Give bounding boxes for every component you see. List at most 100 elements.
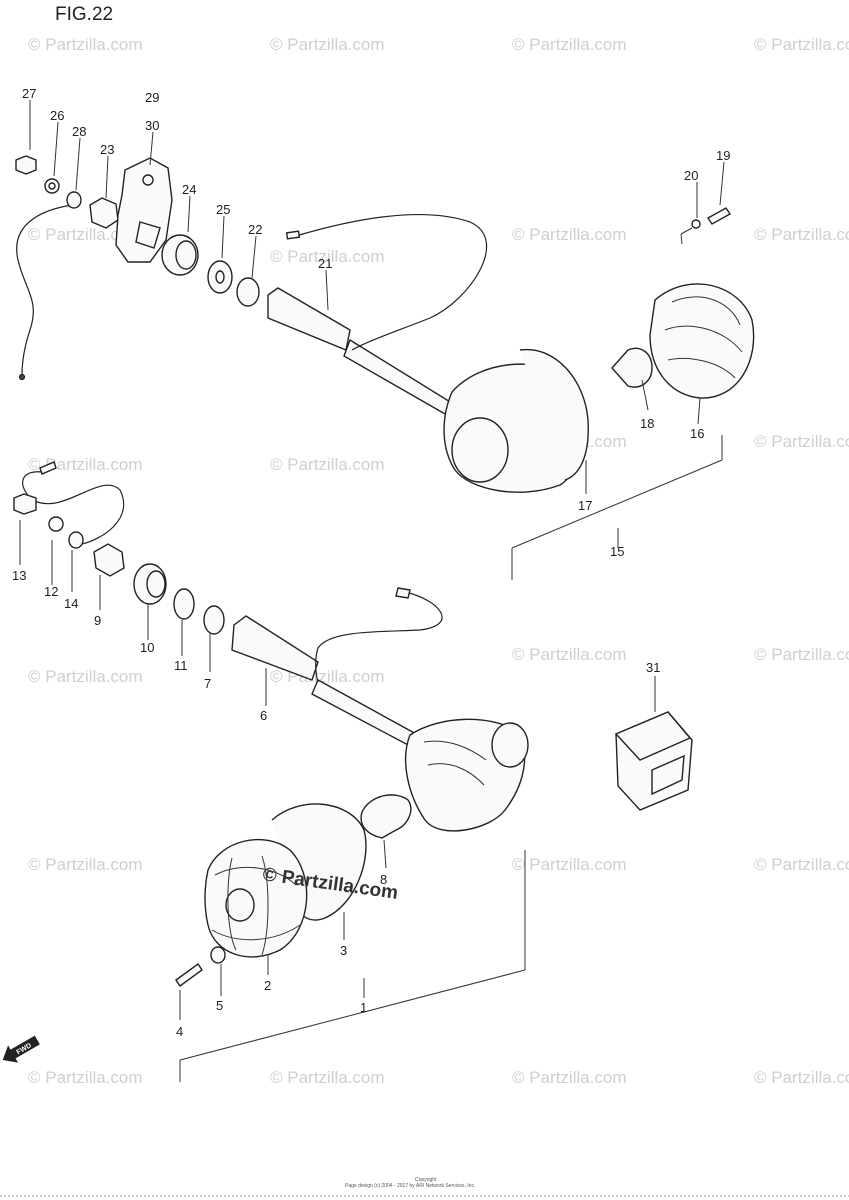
watermark: © Partzilla.com: [270, 1068, 385, 1087]
callout-21: 21: [318, 256, 332, 271]
lens-16: [649, 283, 755, 399]
watermark: © Partzilla.com: [754, 645, 849, 664]
watermark: © Partzilla.com: [270, 455, 385, 474]
callout-5: 5: [216, 998, 223, 1013]
callout-2: 2: [264, 978, 271, 993]
stem-21-rod: [343, 338, 462, 419]
watermark: © Partzilla.com: [754, 35, 849, 54]
lens-2-center: [225, 888, 255, 922]
callout-20: 20: [684, 168, 698, 183]
stem-6-rod: [311, 679, 420, 747]
callout-19: 19: [716, 148, 730, 163]
lens-2-ribs: [211, 855, 301, 956]
callout-22: 22: [248, 222, 262, 237]
stem-wire: [315, 591, 443, 683]
washer-5: [210, 946, 226, 964]
nut-9: [93, 543, 125, 577]
footer-page-design: Page design (c) 2004 - 2017 by ARI Netwo…: [345, 1183, 475, 1189]
wire-terminal: [18, 373, 26, 381]
watermark: © Partzilla.com: [512, 225, 627, 244]
washer-20: [691, 219, 701, 229]
stem-21: [267, 287, 351, 351]
watermark: © Partzilla.com: [754, 225, 849, 244]
washer-25-hole: [215, 270, 225, 284]
washer-14: [68, 531, 84, 549]
wire-terminal: [395, 587, 411, 599]
forward-label: FWD: [16, 1042, 33, 1056]
watermark: © Partzilla.com: [28, 35, 143, 54]
arrow-left-icon: [2, 1035, 40, 1063]
bracket-hole: [142, 174, 154, 186]
watermark: © Partzilla.com: [270, 35, 385, 54]
washer-11: [173, 588, 195, 620]
callout-27: 27: [22, 86, 36, 101]
watermark: © Partzilla.com: [512, 35, 627, 54]
housing-detail: [423, 740, 487, 786]
callout-17: 17: [578, 498, 592, 513]
screw-19: [706, 207, 732, 225]
lens-16-ribs: [664, 296, 743, 379]
nut-27: [15, 155, 37, 175]
relay-31: [614, 711, 693, 811]
callout-24: 24: [182, 182, 196, 197]
callout-3: 3: [340, 943, 347, 958]
callout-26: 26: [50, 108, 64, 123]
wire-lead: [16, 204, 73, 376]
bulb-18: [611, 347, 653, 388]
cushion-10-inner: [146, 570, 166, 598]
callout-8: 8: [380, 872, 387, 887]
cushion-24-inner: [175, 240, 197, 270]
watermark: © Partzilla.com: [28, 855, 143, 874]
callout-14: 14: [64, 596, 78, 611]
screw-4: [175, 963, 203, 987]
watermark: © Partzilla.com: [754, 855, 849, 874]
callout-30: 30: [145, 118, 159, 133]
washer-28: [66, 191, 82, 209]
callout-18: 18: [640, 416, 654, 431]
lower-turn-signal-assembly: [13, 461, 529, 987]
lockwasher-22: [236, 277, 260, 307]
watermark: © Partzilla.com: [512, 1068, 627, 1087]
watermark: © Partzilla.com: [754, 432, 849, 451]
forward-direction-badge: FWD: [2, 1035, 40, 1063]
callout-23: 23: [100, 142, 114, 157]
footer-copyright: Copyright: [415, 1177, 437, 1183]
watermark: © Partzilla.com: [28, 1068, 143, 1087]
callout-12: 12: [44, 584, 58, 599]
callout-11: 11: [174, 658, 188, 673]
lower-leaders: [19, 520, 656, 1082]
callout-25: 25: [216, 202, 230, 217]
watermark: © Partzilla.com: [754, 1068, 849, 1087]
figure-title: FIG.22: [55, 4, 113, 25]
stem-wire: [295, 213, 488, 351]
callout-10: 10: [140, 640, 154, 655]
relay-connector: [651, 754, 685, 796]
bulb-8: [360, 794, 412, 839]
watermark-grid: © Partzilla.com © Partzilla.com © Partzi…: [28, 35, 849, 1087]
callout-16: 16: [690, 426, 704, 441]
upper-turn-signal-assembly: [15, 155, 755, 493]
watermark: © Partzilla.com: [270, 247, 385, 266]
callout-1: 1: [360, 1000, 367, 1015]
gasket-17: [519, 348, 589, 481]
washer-26-hole: [48, 182, 56, 190]
callout-13: 13: [12, 568, 26, 583]
callout-29: 29: [145, 90, 159, 105]
relay-top: [614, 711, 692, 761]
footer: Copyright Page design (c) 2004 - 2017 by…: [0, 1177, 849, 1197]
callout-31: 31: [646, 660, 660, 675]
callout-4: 4: [176, 1024, 183, 1039]
upper-leaders: [29, 100, 725, 580]
callout-9: 9: [94, 613, 101, 628]
callout-7: 7: [204, 676, 211, 691]
callout-labels: 27 26 28 23 29 30 24 25 22 21 19 20 18 1…: [12, 86, 730, 1039]
watermark: © Partzilla.com: [28, 667, 143, 686]
washer-12: [48, 516, 64, 532]
housing-socket: [451, 417, 509, 483]
bracket-slot: [135, 221, 161, 249]
watermark: © Partzilla.com: [28, 225, 143, 244]
wire-lead: [22, 471, 125, 545]
wire-terminal: [39, 461, 57, 475]
callout-15: 15: [610, 544, 624, 559]
